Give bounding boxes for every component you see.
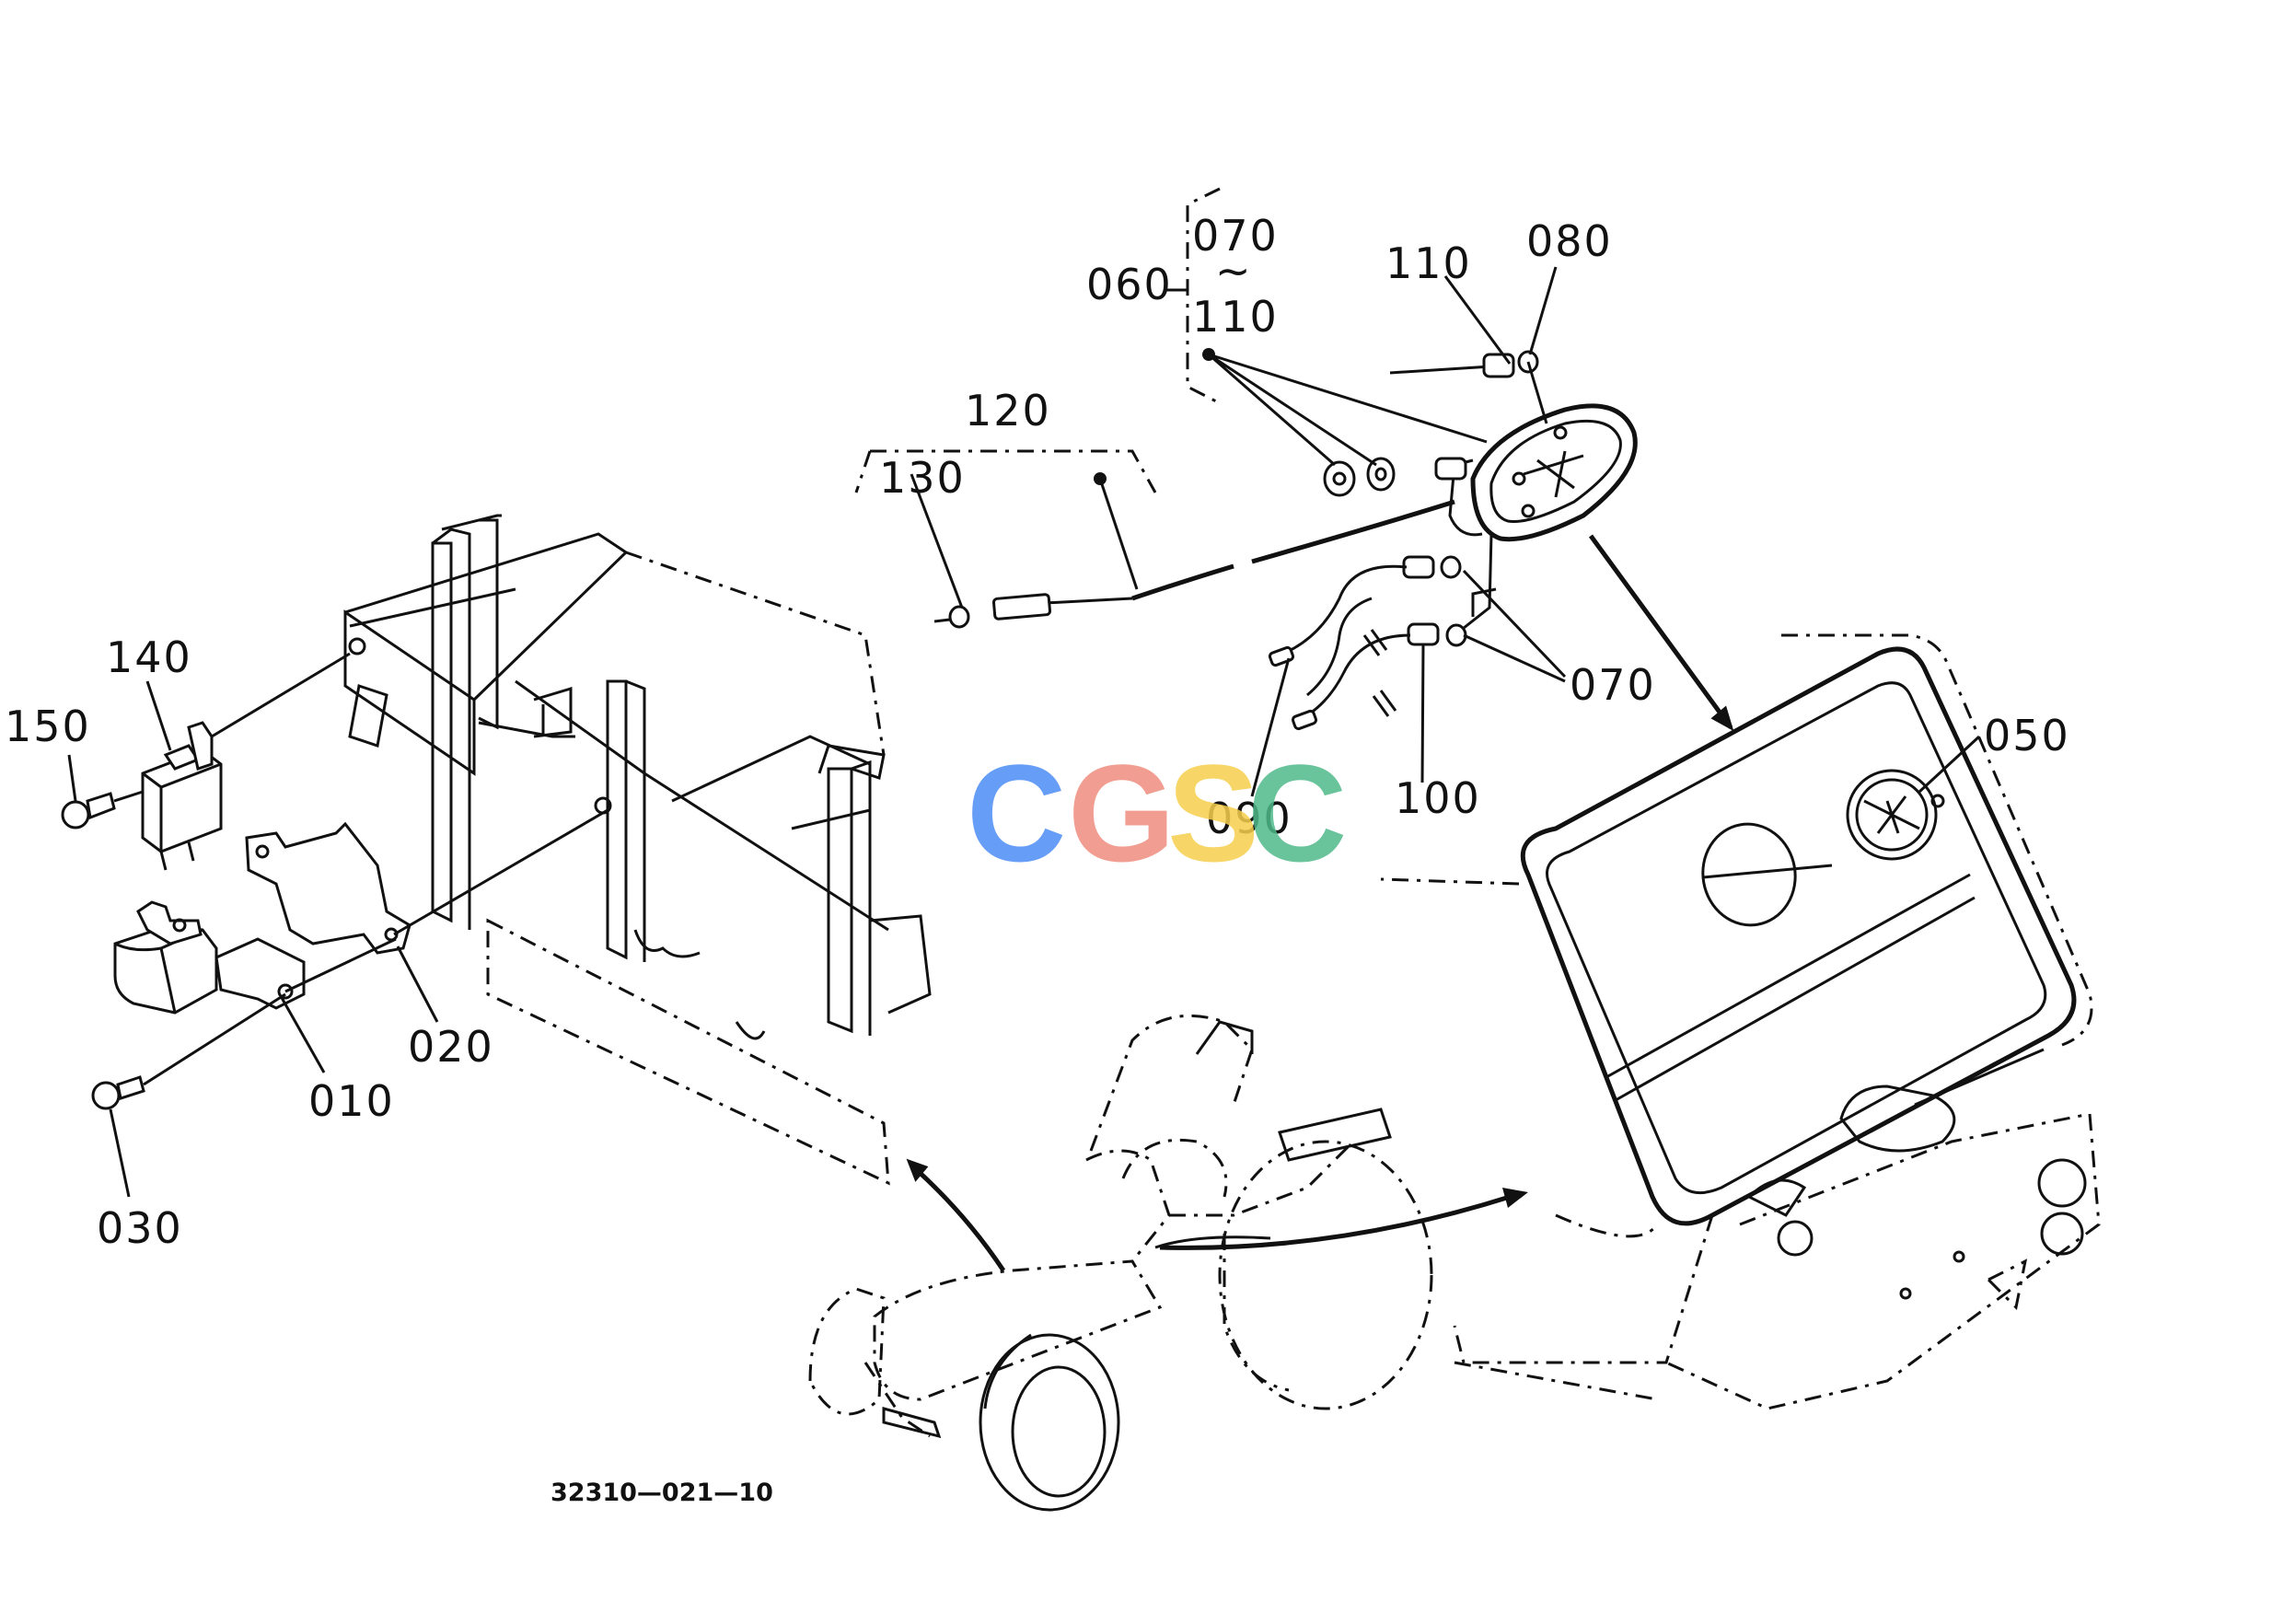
label-080: 080 bbox=[1526, 216, 1613, 266]
arrows bbox=[906, 534, 1734, 1272]
label-010: 010 bbox=[308, 1076, 395, 1126]
meter-assembly bbox=[1202, 348, 1638, 731]
label-090: 090 bbox=[1206, 794, 1292, 843]
label-050: 050 bbox=[1984, 711, 2070, 760]
relay-parts bbox=[61, 652, 608, 1110]
watermark-logo: C G S C bbox=[967, 736, 1348, 890]
label-130: 130 bbox=[879, 453, 966, 503]
label-020: 020 bbox=[408, 1022, 494, 1072]
part-labels: 070 ~ 060 110 110 080 120 130 070 050 10… bbox=[5, 211, 2070, 1253]
label-range-tilde: ~ bbox=[1215, 246, 1253, 296]
label-100: 100 bbox=[1395, 773, 1481, 823]
drawing-code: 32310—021—10 bbox=[550, 1479, 773, 1507]
label-060: 060 bbox=[1086, 260, 1173, 309]
label-070-top: 070 bbox=[1192, 211, 1279, 261]
watermark-letter-3: S bbox=[1167, 736, 1256, 890]
label-030: 030 bbox=[97, 1203, 183, 1253]
mounting-frame bbox=[343, 514, 932, 1186]
leader-lines bbox=[67, 266, 1981, 1198]
tachometer-cable bbox=[854, 449, 1455, 629]
label-150: 150 bbox=[5, 702, 91, 751]
label-110-range: 110 bbox=[1192, 292, 1279, 342]
watermark-letter-4: C bbox=[1247, 736, 1344, 890]
label-110: 110 bbox=[1385, 238, 1472, 288]
label-070-bottom: 070 bbox=[1570, 660, 1656, 710]
label-120: 120 bbox=[965, 386, 1051, 435]
instrument-panel bbox=[1380, 633, 2101, 1410]
label-140: 140 bbox=[106, 632, 192, 682]
watermark-letter-2: G bbox=[1068, 736, 1172, 890]
group-bracket-060 bbox=[1165, 187, 1221, 405]
watermark-letter-1: C bbox=[967, 736, 1063, 890]
tractor-silhouette bbox=[808, 1014, 1433, 1512]
